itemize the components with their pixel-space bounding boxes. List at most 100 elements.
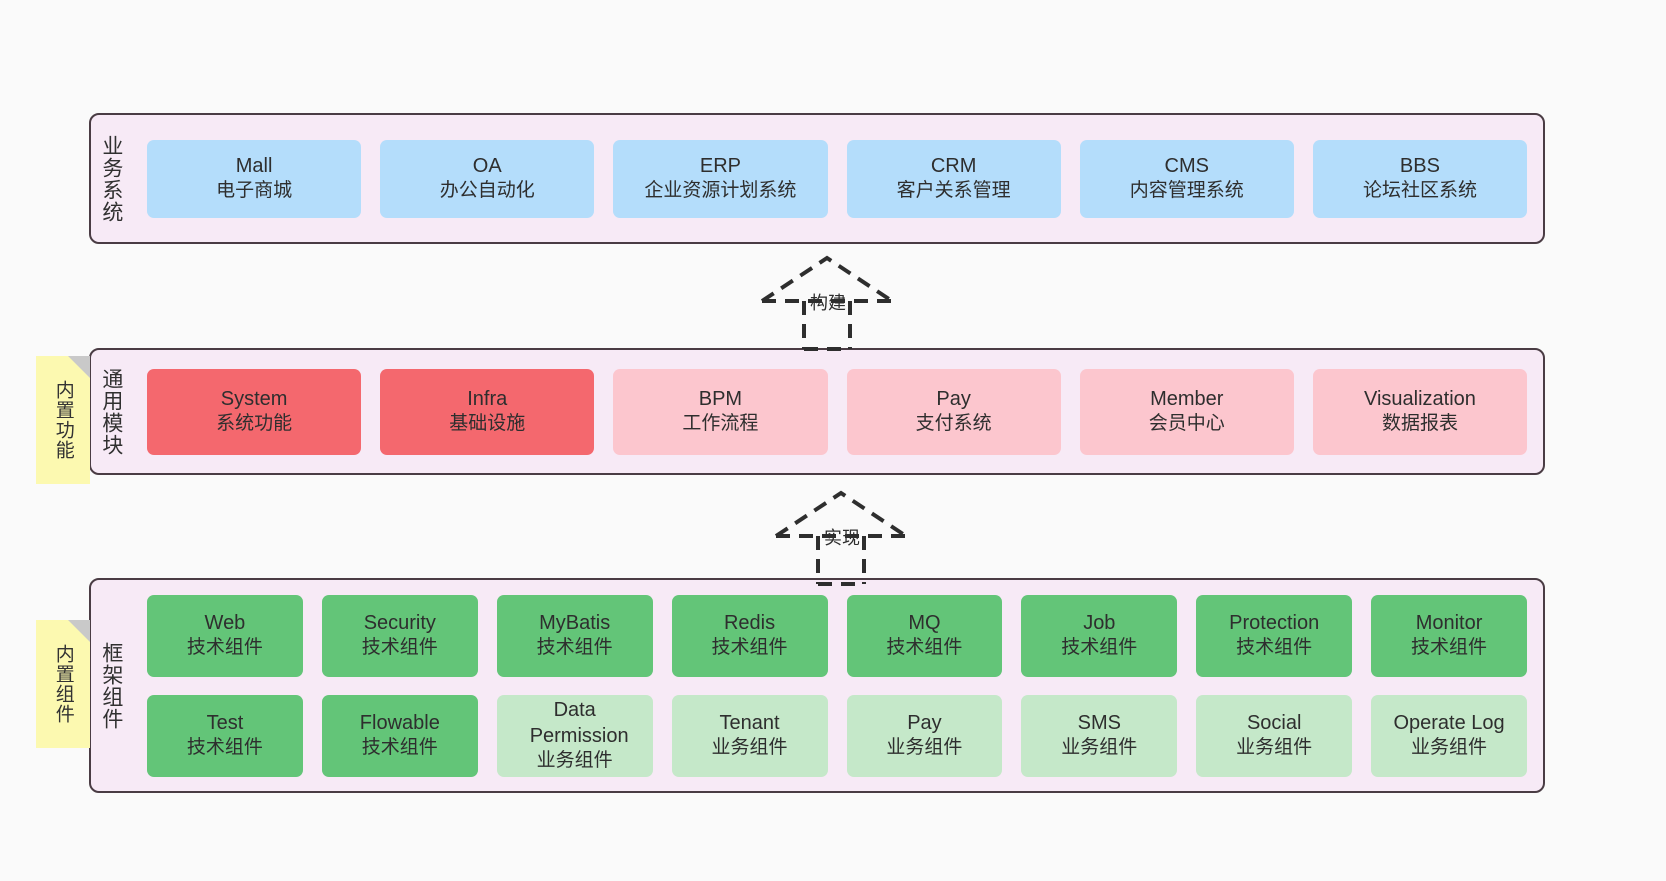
card-pay-module[interactable]: Pay 支付系统 — [846, 368, 1061, 455]
card-title: Tenant — [719, 712, 780, 735]
card-web[interactable]: Web 技术组件 — [147, 594, 303, 677]
card-title: Infra — [467, 388, 508, 411]
card-test[interactable]: Test 技术组件 — [147, 694, 303, 777]
card-title: Redis — [723, 612, 776, 635]
sticky-note-text: 内置功能 — [52, 380, 74, 460]
card-title: Social — [1246, 712, 1302, 735]
card-subtitle: 技术组件 — [361, 637, 438, 659]
card-subtitle: 技术组件 — [886, 637, 963, 659]
card-title: Protection — [1229, 612, 1320, 635]
card-mybatis[interactable]: MyBatis 技术组件 — [496, 594, 653, 677]
layer-common-modules: 通用模块 System 系统功能 Infra 基础设施 BPM 工作流程 Pay… — [89, 348, 1545, 475]
card-row: System 系统功能 Infra 基础设施 BPM 工作流程 Pay 支付系统… — [147, 368, 1528, 455]
card-subtitle: 技术组件 — [186, 637, 263, 659]
card-subtitle: 业务组件 — [1236, 737, 1313, 759]
card-subtitle: 业务组件 — [536, 750, 613, 772]
card-mall[interactable]: Mall 电子商城 — [147, 139, 362, 218]
card-mq[interactable]: MQ 技术组件 — [846, 594, 1003, 677]
sticky-note-builtin-components: 内置组件 — [36, 620, 90, 748]
card-subtitle: 技术组件 — [186, 737, 263, 759]
sticky-note-text: 内置组件 — [52, 644, 74, 724]
card-subtitle: 系统功能 — [216, 413, 293, 435]
card-pay-component[interactable]: Pay 业务组件 — [846, 694, 1003, 777]
card-flowable[interactable]: Flowable 技术组件 — [321, 694, 478, 777]
card-title: System — [220, 388, 288, 411]
card-subtitle: 业务组件 — [1411, 737, 1488, 759]
card-title: Member — [1150, 388, 1224, 411]
card-subtitle: 支付系统 — [915, 413, 992, 435]
card-subtitle: 业务组件 — [711, 737, 788, 759]
card-bbs[interactable]: BBS 论坛社区系统 — [1312, 139, 1528, 218]
card-subtitle: 电子商城 — [216, 180, 293, 202]
card-title: Operate Log — [1393, 712, 1505, 735]
card-subtitle: 论坛社区系统 — [1362, 180, 1477, 202]
card-title: Data Permission — [529, 699, 629, 748]
card-bpm[interactable]: BPM 工作流程 — [613, 368, 828, 455]
card-data-permission[interactable]: Data Permission 业务组件 — [496, 694, 653, 777]
card-title: Pay — [936, 388, 971, 411]
card-visualization[interactable]: Visualization 数据报表 — [1312, 368, 1528, 455]
card-subtitle: 工作流程 — [682, 413, 759, 435]
card-subtitle: 技术组件 — [711, 637, 788, 659]
layer-title-framework-components: 框架组件 — [99, 641, 123, 730]
card-subtitle: 基础设施 — [449, 413, 526, 435]
card-sms[interactable]: SMS 业务组件 — [1021, 694, 1178, 777]
card-monitor[interactable]: Monitor 技术组件 — [1371, 594, 1527, 677]
card-social[interactable]: Social 业务组件 — [1196, 694, 1353, 777]
card-title: Flowable — [359, 712, 440, 735]
card-row: Web 技术组件 Security 技术组件 MyBatis 技术组件 Redi… — [147, 594, 1527, 677]
card-subtitle: 技术组件 — [1411, 637, 1488, 659]
card-title: BPM — [698, 388, 743, 411]
card-title: OA — [472, 155, 502, 178]
connector-implement: 实现 — [766, 488, 946, 588]
card-security[interactable]: Security 技术组件 — [321, 594, 478, 677]
card-system[interactable]: System 系统功能 — [147, 368, 362, 455]
card-cms[interactable]: CMS 内容管理系统 — [1079, 139, 1294, 218]
layer-body-framework-components: Web 技术组件 Security 技术组件 MyBatis 技术组件 Redi… — [131, 580, 1543, 791]
connector-build: 构建 — [752, 253, 932, 353]
layer-business-systems: 业务系统 Mall 电子商城 OA 办公自动化 ERP 企业资源计划系统 CRM… — [89, 113, 1545, 244]
card-subtitle: 办公自动化 — [439, 180, 535, 202]
card-title: Job — [1083, 612, 1116, 635]
card-row: Mall 电子商城 OA 办公自动化 ERP 企业资源计划系统 CRM 客户关系… — [147, 139, 1528, 218]
card-member[interactable]: Member 会员中心 — [1079, 368, 1294, 455]
card-title: CRM — [930, 155, 977, 178]
sticky-fold-corner — [68, 356, 90, 378]
connector-build-arrow — [760, 255, 894, 351]
card-crm[interactable]: CRM 客户关系管理 — [846, 139, 1061, 218]
card-subtitle: 数据报表 — [1381, 413, 1458, 435]
card-title: Web — [204, 612, 246, 635]
layer-title-common-modules: 通用模块 — [99, 367, 123, 456]
card-subtitle: 业务组件 — [886, 737, 963, 759]
card-title: Mall — [235, 155, 273, 178]
card-subtitle: 企业资源计划系统 — [644, 180, 797, 202]
card-subtitle: 业务组件 — [1061, 737, 1138, 759]
sticky-note-builtin-features: 内置功能 — [36, 356, 90, 484]
card-subtitle: 技术组件 — [1236, 637, 1313, 659]
layer-framework-components: 框架组件 Web 技术组件 Security 技术组件 MyBatis 技术组件… — [89, 578, 1545, 793]
card-subtitle: 技术组件 — [1061, 637, 1138, 659]
card-row: Test 技术组件 Flowable 技术组件 Data Permission … — [147, 694, 1527, 777]
card-subtitle: 技术组件 — [536, 637, 613, 659]
card-subtitle: 会员中心 — [1148, 413, 1225, 435]
card-title: BBS — [1399, 155, 1440, 178]
connector-build-label: 构建 — [810, 293, 846, 313]
layer-body-business-systems: Mall 电子商城 OA 办公自动化 ERP 企业资源计划系统 CRM 客户关系… — [131, 115, 1543, 242]
card-tenant[interactable]: Tenant 业务组件 — [671, 694, 828, 777]
card-title: Visualization — [1363, 388, 1476, 411]
card-subtitle: 内容管理系统 — [1129, 180, 1244, 202]
card-infra[interactable]: Infra 基础设施 — [380, 368, 595, 455]
card-title: CMS — [1164, 155, 1209, 178]
card-title: ERP — [699, 155, 741, 178]
card-oa[interactable]: OA 办公自动化 — [380, 139, 595, 218]
card-title: MyBatis — [539, 612, 611, 635]
card-redis[interactable]: Redis 技术组件 — [671, 594, 828, 677]
card-subtitle: 技术组件 — [361, 737, 438, 759]
card-erp[interactable]: ERP 企业资源计划系统 — [613, 139, 828, 218]
card-operate-log[interactable]: Operate Log 业务组件 — [1371, 694, 1527, 777]
card-protection[interactable]: Protection 技术组件 — [1196, 594, 1353, 677]
card-title: MQ — [908, 612, 941, 635]
card-job[interactable]: Job 技术组件 — [1021, 594, 1178, 677]
card-title: Security — [363, 612, 436, 635]
